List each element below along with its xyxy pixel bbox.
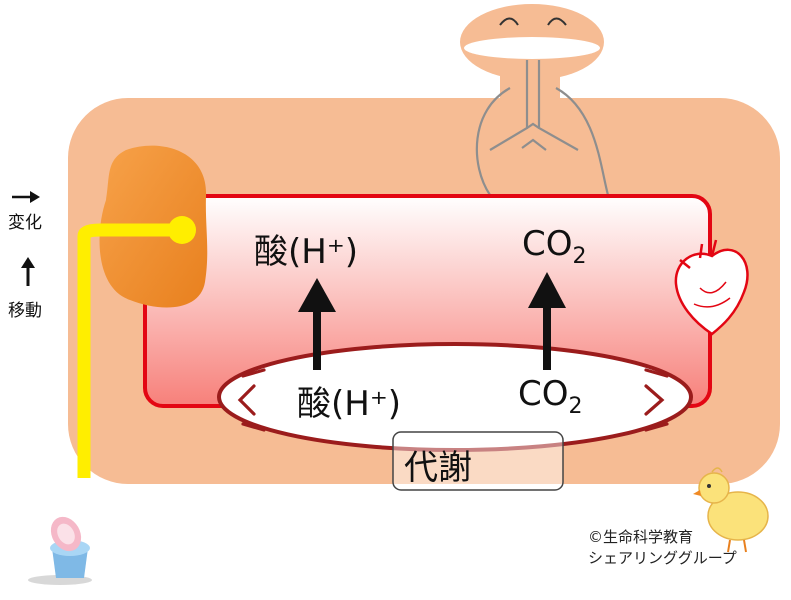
move-arrow-icon <box>21 257 35 286</box>
chick-icon <box>693 467 769 553</box>
outflow-marks <box>644 368 669 432</box>
tissue-ellipse <box>217 342 693 452</box>
credit-line-1: ©生命科学教育 <box>588 528 694 546</box>
mouth <box>464 37 600 59</box>
tissue-acid-label: 酸(H⁺) <box>297 384 402 424</box>
tissue-co2-label: CO2 <box>518 374 583 419</box>
co2-transport-arrow <box>528 272 566 370</box>
blood-acid-label: 酸(H⁺) <box>254 232 359 272</box>
lungs-icon <box>475 60 610 196</box>
credit-line-2: シェアリンググループ <box>588 549 737 567</box>
metabolism-box <box>392 431 564 491</box>
legend-change-label: 変化 <box>8 213 42 233</box>
renal-pelvis <box>168 216 196 244</box>
head <box>460 4 604 105</box>
change-arrow-icon <box>12 191 40 203</box>
toilet-icon <box>28 516 92 585</box>
metabolism-label: 代謝 <box>404 448 472 488</box>
inflow-marks <box>237 368 266 432</box>
heart-icon <box>674 239 749 336</box>
acid-transport-arrow <box>298 278 336 370</box>
legend-move-label: 移動 <box>8 301 42 321</box>
urine-tract <box>77 223 182 478</box>
blood-co2-label: CO2 <box>522 224 587 269</box>
